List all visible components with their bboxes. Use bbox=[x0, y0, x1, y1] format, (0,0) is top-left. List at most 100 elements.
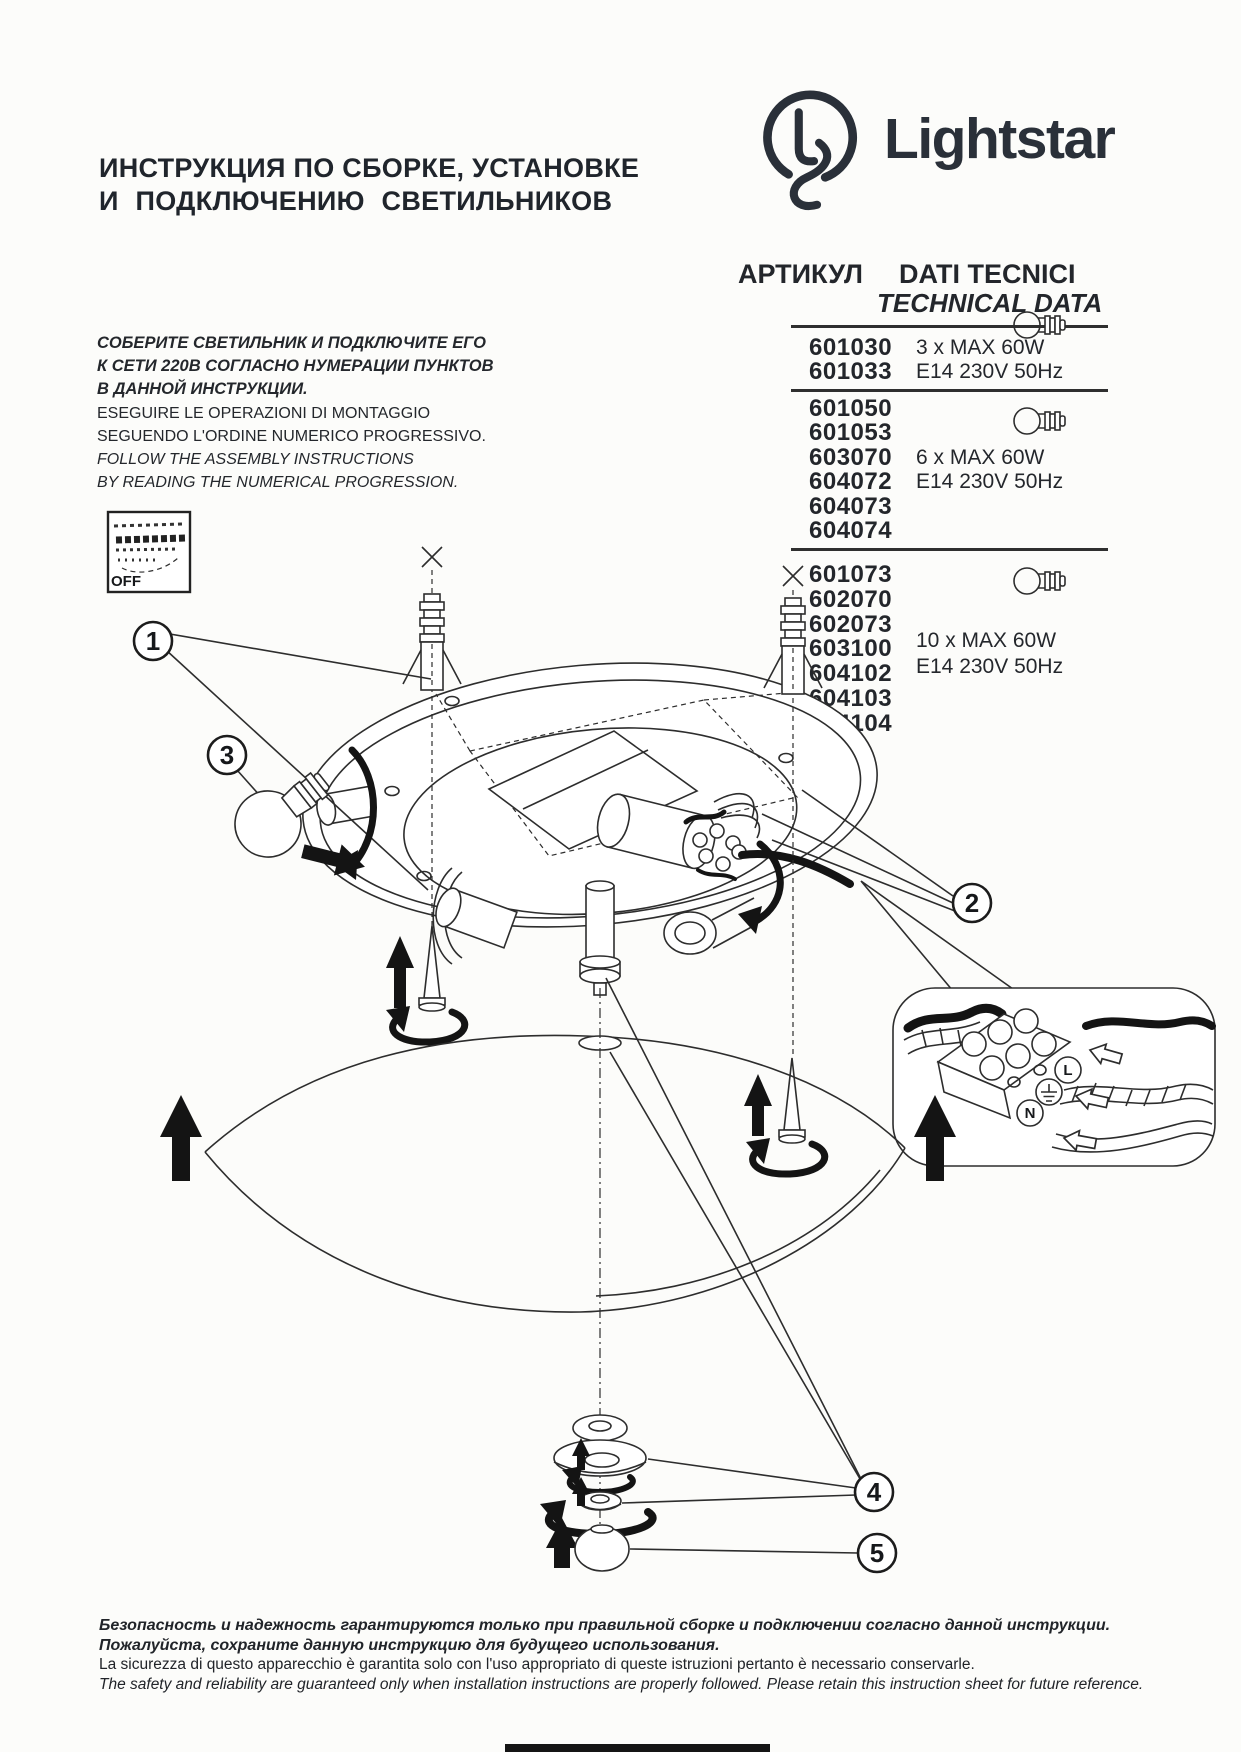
instruction-ru-line: В ДАННОЙ ИНСТРУКЦИИ. bbox=[97, 380, 308, 399]
bulb-icon bbox=[1013, 407, 1066, 435]
drill-mark-x bbox=[782, 565, 804, 587]
divider bbox=[791, 389, 1108, 392]
instruction-it-line: SEGUENDO L'ORDINE NUMERICO PROGRESSIVO. bbox=[97, 427, 486, 445]
callout-2: 2 bbox=[761, 789, 993, 924]
finial-cap bbox=[546, 1518, 630, 1572]
drill-mark-x bbox=[421, 546, 443, 568]
lamp-socket-southwest bbox=[432, 867, 518, 965]
tech-heading-en: TECHNICAL DATA bbox=[877, 288, 1103, 318]
spec-group-1: 3 x MAX 60W E14 230V 50Hz bbox=[916, 336, 1063, 385]
article-code: 604073 bbox=[809, 492, 893, 520]
svg-text:1: 1 bbox=[146, 626, 160, 656]
article-code: 602070 bbox=[809, 585, 893, 613]
article-code: 601073 bbox=[809, 561, 893, 588]
ceiling-outline-dashed bbox=[468, 699, 799, 857]
instruction-ru-line: СОБЕРИТЕ СВЕТИЛЬНИК И ПОДКЛЮЧИТЕ ЕГО bbox=[97, 334, 486, 352]
svg-text:3: 3 bbox=[220, 740, 234, 770]
tech-heading-ru: АРТИКУЛ bbox=[738, 259, 863, 289]
page-title: ИНСТРУКЦИЯ ПО СБОРКЕ, УСТАНОВКЕ И ПОДКЛЮ… bbox=[99, 152, 639, 218]
plate-hole bbox=[778, 752, 794, 764]
divider bbox=[791, 548, 1108, 551]
off-label: OFF bbox=[111, 573, 141, 590]
svg-text:2: 2 bbox=[965, 888, 979, 918]
safety-notes: Безопасность и надежность гарантируются … bbox=[99, 1616, 1143, 1694]
rotate-arrow bbox=[750, 840, 784, 926]
wiring-cluster bbox=[683, 792, 854, 934]
mounting-plate bbox=[302, 662, 878, 996]
page-title-line1: ИНСТРУКЦИЯ ПО СБОРКЕ, УСТАНОВКЕ bbox=[99, 153, 640, 183]
instruction-en-line: BY READING THE NUMERICAL PROGRESSION. bbox=[97, 474, 459, 492]
svg-text:4: 4 bbox=[867, 1477, 882, 1507]
lightstar-bulb-icon bbox=[763, 90, 858, 211]
brand-name: Lightstar bbox=[884, 107, 1116, 171]
article-code: 604072 bbox=[809, 468, 893, 496]
terminal-neutral-label: N bbox=[1025, 1105, 1036, 1122]
central-stem bbox=[579, 880, 621, 996]
callout-3: 3 bbox=[206, 734, 263, 799]
screw-left bbox=[386, 925, 469, 1046]
screw-right bbox=[744, 1057, 829, 1178]
bulb-icon bbox=[1013, 567, 1066, 595]
article-code: 603070 bbox=[809, 443, 893, 471]
lamp-socket-west bbox=[316, 785, 376, 826]
screw-bulb-rotate-arrow bbox=[334, 746, 377, 880]
page-title-line2: И ПОДКЛЮЧЕНИЮ СВЕТИЛЬНИКОВ bbox=[99, 186, 613, 216]
callout-1: 1 bbox=[132, 620, 432, 891]
wire-direction-arrow bbox=[1088, 1042, 1124, 1066]
article-code: 601050 bbox=[809, 395, 893, 422]
bulb-icon bbox=[1013, 311, 1066, 339]
lamp-socket-southeast bbox=[663, 897, 758, 955]
mains-cable bbox=[738, 850, 854, 888]
wire-direction-arrow bbox=[1062, 1129, 1098, 1153]
callout-4: 4 bbox=[605, 977, 895, 1513]
callout-5: 5 bbox=[629, 1532, 898, 1574]
spec-line: 6 x MAX 60W bbox=[916, 446, 1045, 469]
spec-line: E14 230V 50Hz bbox=[916, 360, 1064, 384]
terminal-earth-icon bbox=[1035, 1078, 1063, 1106]
divider bbox=[791, 325, 1108, 328]
earth-wire bbox=[1063, 1083, 1214, 1091]
spec-line: 3 x MAX 60W bbox=[916, 336, 1045, 359]
article-codes-group-2: 601050 601053 603070 604072 604073 60407… bbox=[809, 395, 893, 544]
plate-hole bbox=[416, 870, 432, 882]
wall-plug-right bbox=[763, 565, 823, 1054]
instruction-ru-line: К СЕТИ 220В СОГЛАСНО НУМЕРАЦИИ ПУНКТОВ bbox=[97, 357, 494, 376]
article-code: 603100 bbox=[809, 635, 893, 663]
safety-ru-line1: Безопасность и надежность гарантируются … bbox=[99, 1617, 1111, 1634]
article-codes-group-1: 601030 601033 bbox=[809, 334, 893, 386]
light-bulb bbox=[234, 771, 330, 858]
safety-en-line: The safety and reliability are guarantee… bbox=[99, 1675, 1144, 1693]
terminal-live-label: L bbox=[1063, 1062, 1072, 1079]
article-code: 604074 bbox=[809, 516, 893, 544]
svg-text:5: 5 bbox=[870, 1538, 884, 1568]
article-code: 601053 bbox=[809, 419, 893, 447]
article-code: 604102 bbox=[809, 660, 893, 688]
instruction-it-line: ESEGUIRE LE OPERAZIONI DI MONTAGGIO bbox=[97, 404, 431, 422]
live-wire bbox=[1082, 1016, 1216, 1030]
spec-group-3: 10 x MAX 60W E14 230V 50Hz bbox=[916, 628, 1063, 680]
safety-ru-line2: Пожалуйста, сохраните данную инструкцию … bbox=[99, 1636, 720, 1654]
washer-stack bbox=[540, 1414, 657, 1539]
spec-line: E14 230V 50Hz bbox=[916, 655, 1064, 678]
lift-arrow-left bbox=[160, 1095, 202, 1181]
power-off-panel: OFF bbox=[106, 510, 192, 594]
spec-line: 10 x MAX 60W bbox=[916, 629, 1057, 652]
terminal-detail: L N bbox=[860, 880, 1216, 1167]
article-code: 601033 bbox=[809, 358, 893, 386]
tech-heading-it: DATI TECNICI bbox=[899, 259, 1076, 289]
spec-line: E14 230V 50Hz bbox=[916, 470, 1064, 494]
article-code: 601030 bbox=[809, 334, 893, 361]
bracket-plate bbox=[487, 730, 699, 850]
instruction-en-line: FOLLOW THE ASSEMBLY INSTRUCTIONS bbox=[97, 451, 414, 469]
scan-edge-bar bbox=[505, 1744, 770, 1752]
spec-group-2: 6 x MAX 60W E14 230V 50Hz bbox=[916, 446, 1063, 495]
lift-arrow-right bbox=[914, 1095, 956, 1181]
plate-hole bbox=[384, 785, 400, 797]
plate-hole bbox=[444, 695, 460, 707]
safety-it-line: La sicurezza di questo apparecchio è gar… bbox=[99, 1656, 975, 1673]
wall-plug-left bbox=[402, 546, 462, 926]
wire-direction-arrow bbox=[1074, 1087, 1110, 1111]
assembly-instructions: СОБЕРИТЕ СВЕТИЛЬНИК И ПОДКЛЮЧИТЕ ЕГО К С… bbox=[97, 332, 494, 494]
